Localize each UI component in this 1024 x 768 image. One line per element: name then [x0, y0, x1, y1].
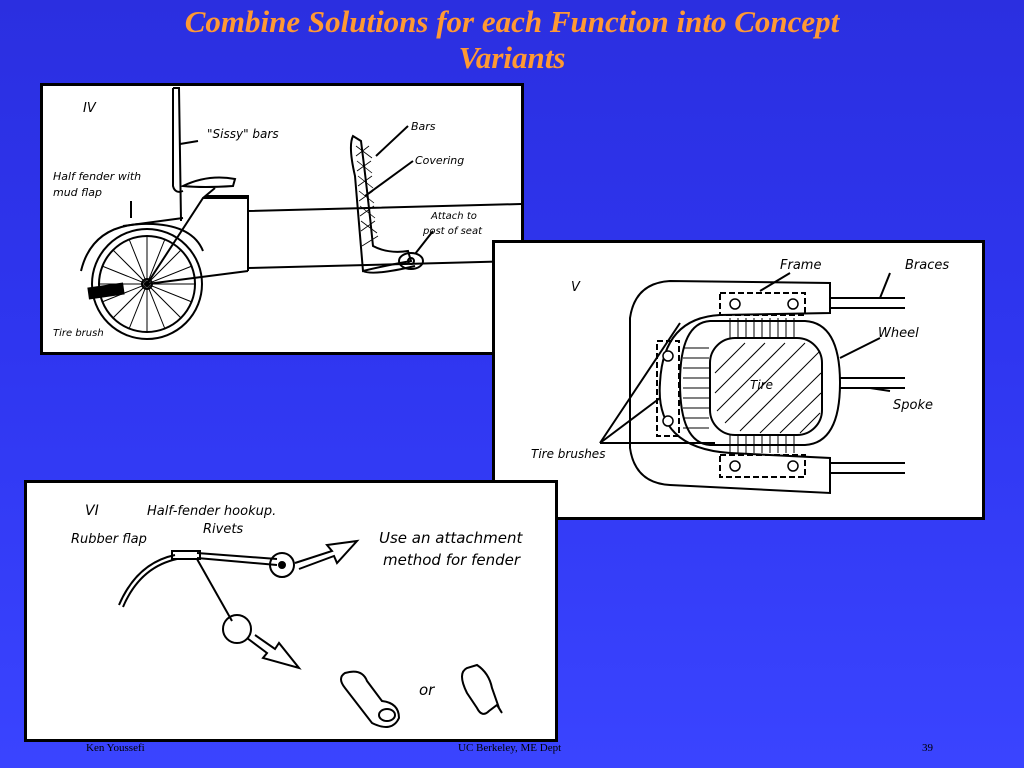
label-tire-brushes: Tire brushes [531, 447, 605, 461]
label-sissy-bars: "Sissy" bars [207, 127, 279, 141]
label-tire-brush: Tire brush [53, 328, 104, 339]
panel-vi-roman: VI [85, 503, 99, 519]
panel-iv-roman: IV [83, 101, 97, 116]
label-rubber-flap: Rubber flap [71, 532, 147, 547]
label-mud-flap: mud flap [53, 186, 102, 199]
slide-title-line2: Variants [458, 40, 566, 75]
label-frame: Frame [780, 258, 821, 273]
sketch-panel-iv: IV "Sissy" bars Half fender with mud fla… [40, 83, 524, 355]
label-post-of-seat: post of seat [422, 226, 483, 237]
label-covering: Covering [415, 154, 464, 167]
label-use-attachment: Use an attachment [379, 529, 524, 547]
label-or: or [419, 681, 435, 699]
label-attach-to: Attach to [430, 211, 477, 222]
sketch-panel-vi: VI Half-fender hookup. Rivets Rubber fla… [24, 480, 558, 742]
label-bars: Bars [411, 120, 436, 133]
label-rivets: Rivets [203, 522, 243, 537]
sketch-panel-v: V Frame Braces Wheel Tire Spoke Tire bru… [492, 240, 985, 520]
slide-title: Combine Solutions for each Function into… [0, 4, 1024, 76]
label-half-fender: Half fender with [53, 170, 141, 183]
label-spoke: Spoke [893, 398, 933, 413]
label-tire: Tire [750, 378, 773, 392]
page-number: 39 [922, 742, 933, 754]
bicycle-sissy-bar-sketch: IV "Sissy" bars Half fender with mud fla… [53, 87, 521, 340]
half-fender-hookup-sketch: VI Half-fender hookup. Rivets Rubber fla… [71, 503, 524, 728]
label-wheel: Wheel [878, 326, 919, 341]
slide-title-line1: Combine Solutions for each Function into… [184, 4, 840, 39]
footer-author: Ken Youssefi [86, 742, 145, 754]
footer-department: UC Berkeley, ME Dept [458, 742, 562, 754]
tire-brush-frame-sketch: V Frame Braces Wheel Tire Spoke Tire bru… [531, 258, 949, 495]
label-braces: Braces [905, 258, 949, 273]
panel-v-roman: V [571, 280, 581, 295]
label-half-fender-hookup: Half-fender hookup. [147, 504, 276, 519]
label-method-fender: method for fender [383, 551, 521, 569]
